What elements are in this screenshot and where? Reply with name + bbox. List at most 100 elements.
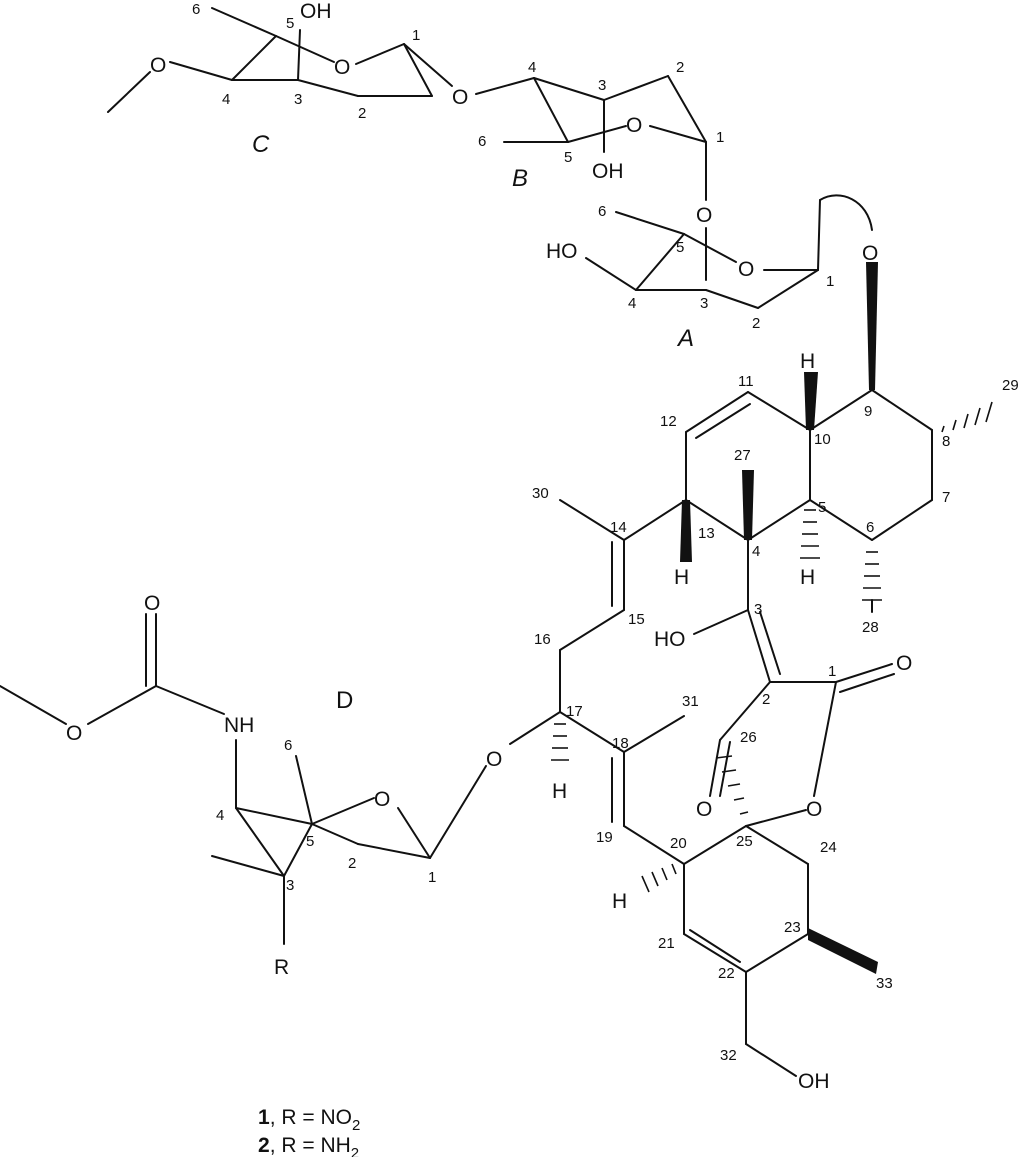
locant: 20 (670, 835, 687, 852)
locants-ring-b: 1 2 3 4 5 6 (478, 59, 724, 166)
locant: 28 (862, 619, 879, 636)
atom-o: O (150, 54, 166, 77)
locant: 2 (762, 691, 770, 708)
atom-o: O (696, 204, 712, 227)
locant: 7 (942, 489, 950, 506)
locant: 2 (752, 315, 760, 332)
locant: 32 (720, 1047, 737, 1064)
ring-label-b: B (512, 165, 528, 192)
compound-captions: 1, R = NO2 2, R = NH2 (258, 1106, 360, 1157)
atom-o: O (626, 114, 642, 137)
locant: 1 (828, 663, 836, 680)
locant: 6 (598, 203, 606, 220)
locant: 19 (596, 829, 613, 846)
locant: 2 (676, 59, 684, 76)
stereo-bonds (551, 372, 993, 974)
locant: 8 (942, 433, 950, 450)
locant: 1 (716, 129, 724, 146)
locant: 11 (738, 373, 754, 390)
atom-oh: OH (300, 0, 332, 23)
sugar-ring-b (503, 75, 707, 201)
caption-text: , R = NO (270, 1106, 352, 1129)
locant: 23 (784, 919, 801, 936)
locants-ring-c: 1 2 3 4 5 6 (192, 1, 420, 122)
atom-h: H (612, 890, 627, 913)
caption-compound-2: 2, R = NH2 (258, 1134, 359, 1157)
locant: 4 (752, 543, 760, 560)
locant: 33 (876, 975, 893, 992)
sugar-ring-a (585, 194, 873, 309)
locant: 22 (718, 965, 735, 982)
locant: 4 (628, 295, 636, 312)
locant: 3 (754, 601, 762, 618)
ring-letters: C B A D (252, 131, 694, 714)
locant: 3 (700, 295, 708, 312)
caption-subscript: 2 (352, 1117, 360, 1134)
atom-h: H (800, 566, 815, 589)
locant: 5 (286, 15, 294, 32)
locant: 10 (814, 431, 831, 448)
atom-o: O (696, 798, 712, 821)
caption-compound-1: 1, R = NO2 (258, 1106, 360, 1134)
locant: 29 (1002, 377, 1019, 394)
locant: 25 (736, 833, 753, 850)
atom-o: O (66, 722, 82, 745)
locant: 15 (628, 611, 645, 628)
atom-nh: NH (224, 714, 254, 737)
locant: 6 (866, 519, 874, 536)
atom-o: O (806, 798, 822, 821)
atom-ho: HO (546, 240, 578, 263)
locant: 5 (676, 239, 684, 256)
locant: 16 (534, 631, 551, 648)
atom-r: R (274, 956, 289, 979)
locant: 31 (682, 693, 699, 710)
locants-ring-a: 1 2 3 4 5 6 (598, 203, 834, 332)
caption-text: , R = NH (270, 1134, 351, 1157)
atom-h: H (674, 566, 689, 589)
locant: 6 (478, 133, 486, 150)
locant: 24 (820, 839, 837, 856)
atom-o: O (374, 788, 390, 811)
atom-o: O (738, 258, 754, 281)
locant: 18 (612, 735, 629, 752)
locant: 4 (222, 91, 230, 108)
locant: 30 (532, 485, 549, 502)
locant: 6 (192, 1, 200, 18)
locants-ring-d: 1 2 3 4 5 6 (216, 737, 436, 894)
locant: 17 (566, 703, 583, 720)
atom-h: H (552, 780, 567, 803)
sugar-ring-d (0, 613, 487, 945)
atom-o: O (144, 592, 160, 615)
locant: 3 (286, 877, 294, 894)
locant: 5 (306, 833, 314, 850)
locant: 1 (826, 273, 834, 290)
locant: 2 (348, 855, 356, 872)
caption-subscript: 2 (351, 1145, 359, 1157)
atom-o: O (334, 56, 350, 79)
locant: 21 (658, 935, 675, 952)
locant: 4 (216, 807, 224, 824)
locant: 5 (564, 149, 572, 166)
atom-o: O (862, 242, 878, 265)
ring-label-c: C (252, 131, 270, 158)
locants-aglycone: 1 2 3 4 5 6 7 8 9 10 11 12 13 14 15 16 1… (532, 373, 1019, 1064)
locant: 9 (864, 403, 872, 420)
atom-oh: OH (798, 1070, 830, 1093)
atom-h: H (800, 350, 815, 373)
locant: 6 (284, 737, 292, 754)
compound-number: 2 (258, 1134, 270, 1157)
atom-labels: O OH O O O OH O HO O O H H H HO O O H O … (66, 0, 912, 1093)
locant: 3 (294, 91, 302, 108)
locant: 12 (660, 413, 677, 430)
aglycone-core (509, 262, 933, 1077)
locant: 2 (358, 105, 366, 122)
ring-label-a: A (676, 325, 694, 352)
atom-o: O (896, 652, 912, 675)
atom-o: O (452, 86, 468, 109)
locant: 27 (734, 447, 751, 464)
sugar-ring-c (107, 7, 535, 113)
locant: 13 (698, 525, 715, 542)
atom-oh: OH (592, 160, 624, 183)
atom-o: O (486, 748, 502, 771)
locant: 1 (428, 869, 436, 886)
